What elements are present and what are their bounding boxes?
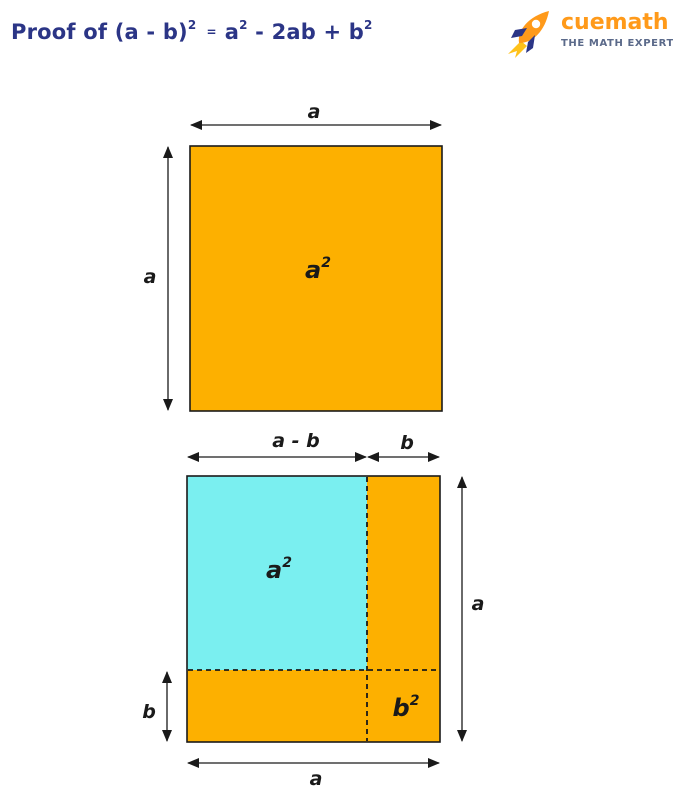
title-equals: = xyxy=(206,25,217,39)
cuemath-logo: cuemath THE MATH EXPERT xyxy=(503,8,673,58)
rocket-icon xyxy=(508,11,549,58)
small-region-base: b xyxy=(393,694,410,722)
left-b-label: b xyxy=(142,701,156,723)
bottom-square-group: a - b b a2 b2 a b a xyxy=(142,430,484,790)
a-minus-b-label: a - b xyxy=(272,430,320,452)
big-region-label: a2 xyxy=(266,555,292,584)
right-height-label: a xyxy=(472,593,485,615)
title-part-1: Proof of (a - b) xyxy=(11,20,188,44)
big-region-exp: 2 xyxy=(282,555,292,571)
small-region-label: b2 xyxy=(393,693,420,722)
top-width-label: a xyxy=(308,101,321,123)
title-exponent-1: 2 xyxy=(187,18,197,32)
top-square xyxy=(189,145,443,412)
title-exponent-3: 2 xyxy=(364,18,373,32)
top-area-label: a2 xyxy=(305,255,331,284)
bottom-square-outline xyxy=(186,475,441,743)
page-title: Proof of (a - b)2=a2 - 2ab + b2 xyxy=(11,18,373,44)
top-area-exp: 2 xyxy=(321,255,331,271)
a-minus-b-squared-region xyxy=(187,476,367,670)
small-region-exp: 2 xyxy=(410,693,420,709)
title-part-2: a xyxy=(224,20,240,44)
logo-brand-name: cuemath xyxy=(561,10,669,35)
logo-tagline: THE MATH EXPERT xyxy=(561,38,673,49)
top-square-group: a a a2 xyxy=(144,101,443,412)
title-part-3: - 2ab + b xyxy=(247,20,365,44)
title-exponent-2: 2 xyxy=(239,18,248,32)
top-b-label: b xyxy=(400,432,414,454)
top-height-label: a xyxy=(144,266,157,288)
bottom-width-label: a xyxy=(310,768,323,790)
big-region-base: a xyxy=(266,556,282,584)
top-area-base: a xyxy=(305,256,321,284)
